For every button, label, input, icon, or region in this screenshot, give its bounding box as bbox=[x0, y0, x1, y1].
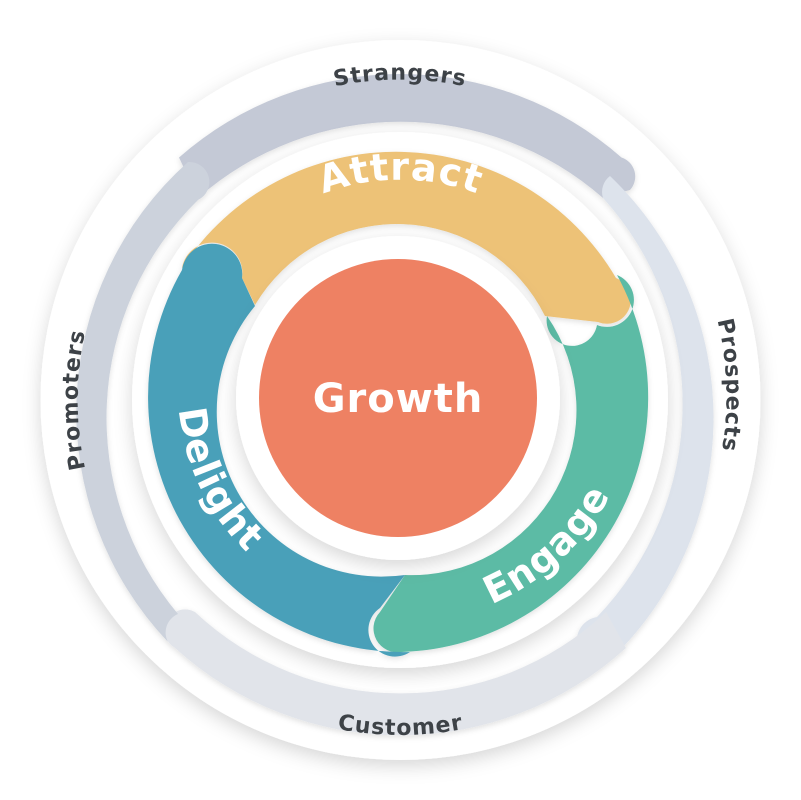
outer-segment-promoters[interactable] bbox=[76, 161, 210, 643]
inner-segment-engage[interactable] bbox=[373, 275, 649, 653]
outer-ring bbox=[76, 74, 714, 736]
outer-segment-prospects[interactable] bbox=[576, 176, 714, 666]
outer-segment-strangers[interactable] bbox=[179, 74, 636, 198]
label-growth: Growth bbox=[313, 376, 484, 422]
inner-ring bbox=[148, 151, 649, 657]
inner-segment-delight[interactable] bbox=[148, 243, 410, 657]
hub-circle[interactable] bbox=[259, 259, 537, 537]
inner-segment-attract[interactable] bbox=[182, 151, 631, 324]
outer-segment-customer[interactable] bbox=[164, 609, 627, 736]
